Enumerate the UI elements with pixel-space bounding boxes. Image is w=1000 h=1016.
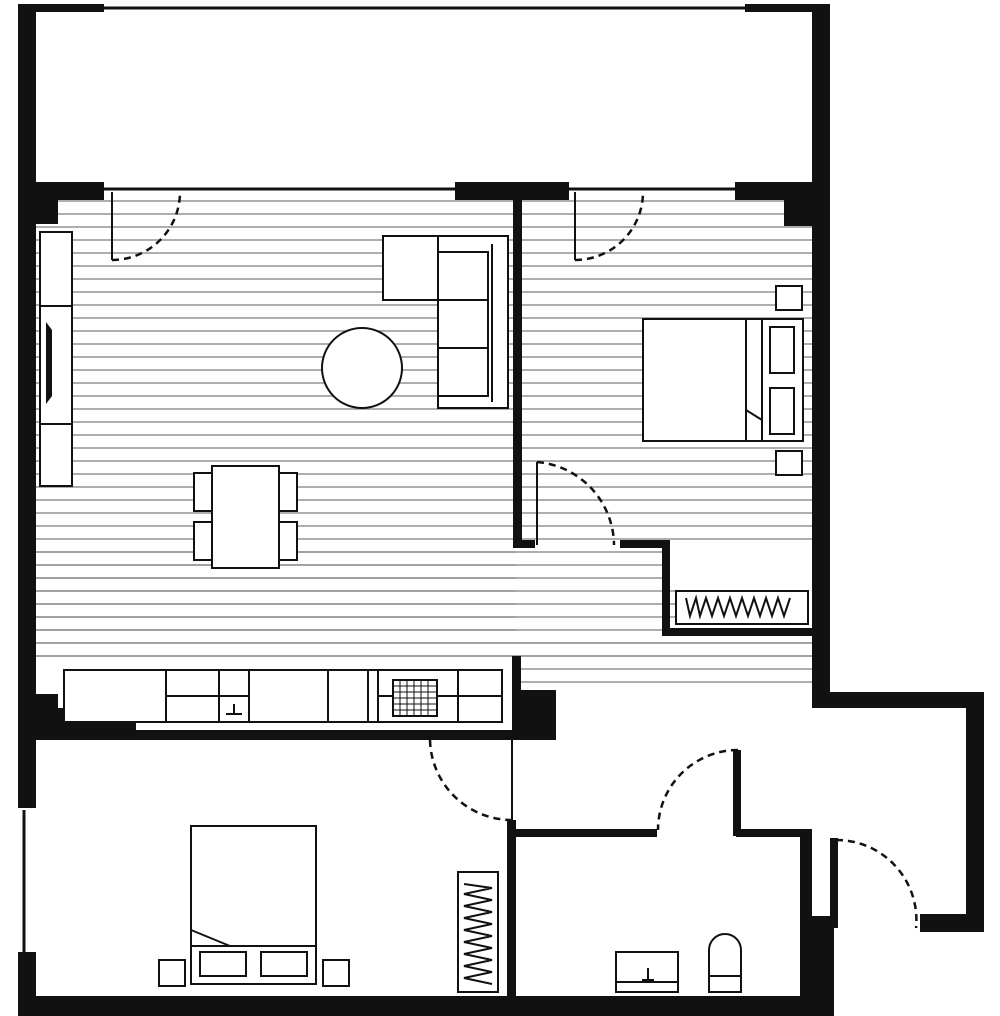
dining-chair xyxy=(278,521,298,561)
floor-corridor-strip xyxy=(516,632,812,692)
master-bedroom-right-wall xyxy=(812,196,830,708)
balcony-top-edge-left xyxy=(18,4,104,12)
tv-icon xyxy=(46,322,52,404)
fridge xyxy=(327,669,369,723)
kitchen-wall-long xyxy=(18,730,514,740)
facade-pier-right xyxy=(784,196,812,226)
master-wardrobe xyxy=(675,590,809,625)
facade-wall-middle xyxy=(455,182,569,200)
entry-right-top-wall xyxy=(812,692,984,708)
pillow xyxy=(769,326,795,374)
pillow xyxy=(260,951,308,977)
coffee-table xyxy=(321,327,403,409)
facade-wall-right xyxy=(735,182,830,200)
balcony-right-wall xyxy=(812,4,830,204)
nightstand xyxy=(775,285,803,311)
pillow xyxy=(199,951,247,977)
tv-unit xyxy=(39,231,73,487)
partition-living-bedroom xyxy=(513,196,522,548)
dining-chair xyxy=(278,472,298,512)
kitchen-counter xyxy=(63,669,503,723)
bathroom-door[interactable] xyxy=(656,748,739,831)
balcony-door-living[interactable] xyxy=(111,191,182,262)
bedroom-wall-stub xyxy=(620,540,670,548)
balcony-top-edge-right xyxy=(745,4,830,12)
pillow xyxy=(769,387,795,435)
balcony-door-bedroom[interactable] xyxy=(574,191,645,262)
wardrobe-alcove-wall xyxy=(662,540,670,636)
master-bedroom-door[interactable] xyxy=(536,460,616,546)
bedroom2-bathroom-wall xyxy=(507,820,516,1016)
dining-chair xyxy=(193,521,213,561)
bathroom-top-wall-right xyxy=(736,829,812,837)
nightstand xyxy=(158,959,186,987)
nightstand xyxy=(322,959,350,987)
hall-closet-wall-thin xyxy=(830,838,838,928)
nightstand xyxy=(775,450,803,476)
kitchen-pier-right xyxy=(514,690,556,740)
walls xyxy=(18,4,984,1016)
dining-chair xyxy=(193,472,213,512)
master-bed xyxy=(642,285,804,476)
bathroom-top-wall xyxy=(507,829,657,837)
cooktop xyxy=(392,679,438,717)
facade-wall-left xyxy=(18,182,104,200)
sofa xyxy=(382,235,509,409)
entry-right-side-wall xyxy=(966,692,984,932)
dining-set xyxy=(193,465,298,569)
sink xyxy=(226,704,242,715)
doors xyxy=(111,191,918,929)
left-exterior-wall-upper xyxy=(18,196,36,808)
toilet xyxy=(708,933,742,993)
entry-door-wall xyxy=(920,914,984,932)
second-bed xyxy=(158,825,350,987)
bedroom2-door[interactable] xyxy=(428,739,513,822)
bathroom-vanity xyxy=(615,951,679,993)
bottom-exterior-wall xyxy=(18,996,828,1016)
wardrobe-alcove-bottom xyxy=(662,628,812,636)
entry-door[interactable] xyxy=(835,838,918,929)
dining-table xyxy=(211,465,280,569)
balcony-left-wall xyxy=(18,4,36,204)
second-wardrobe xyxy=(457,871,499,993)
door-jamb-bedroom xyxy=(513,540,535,548)
